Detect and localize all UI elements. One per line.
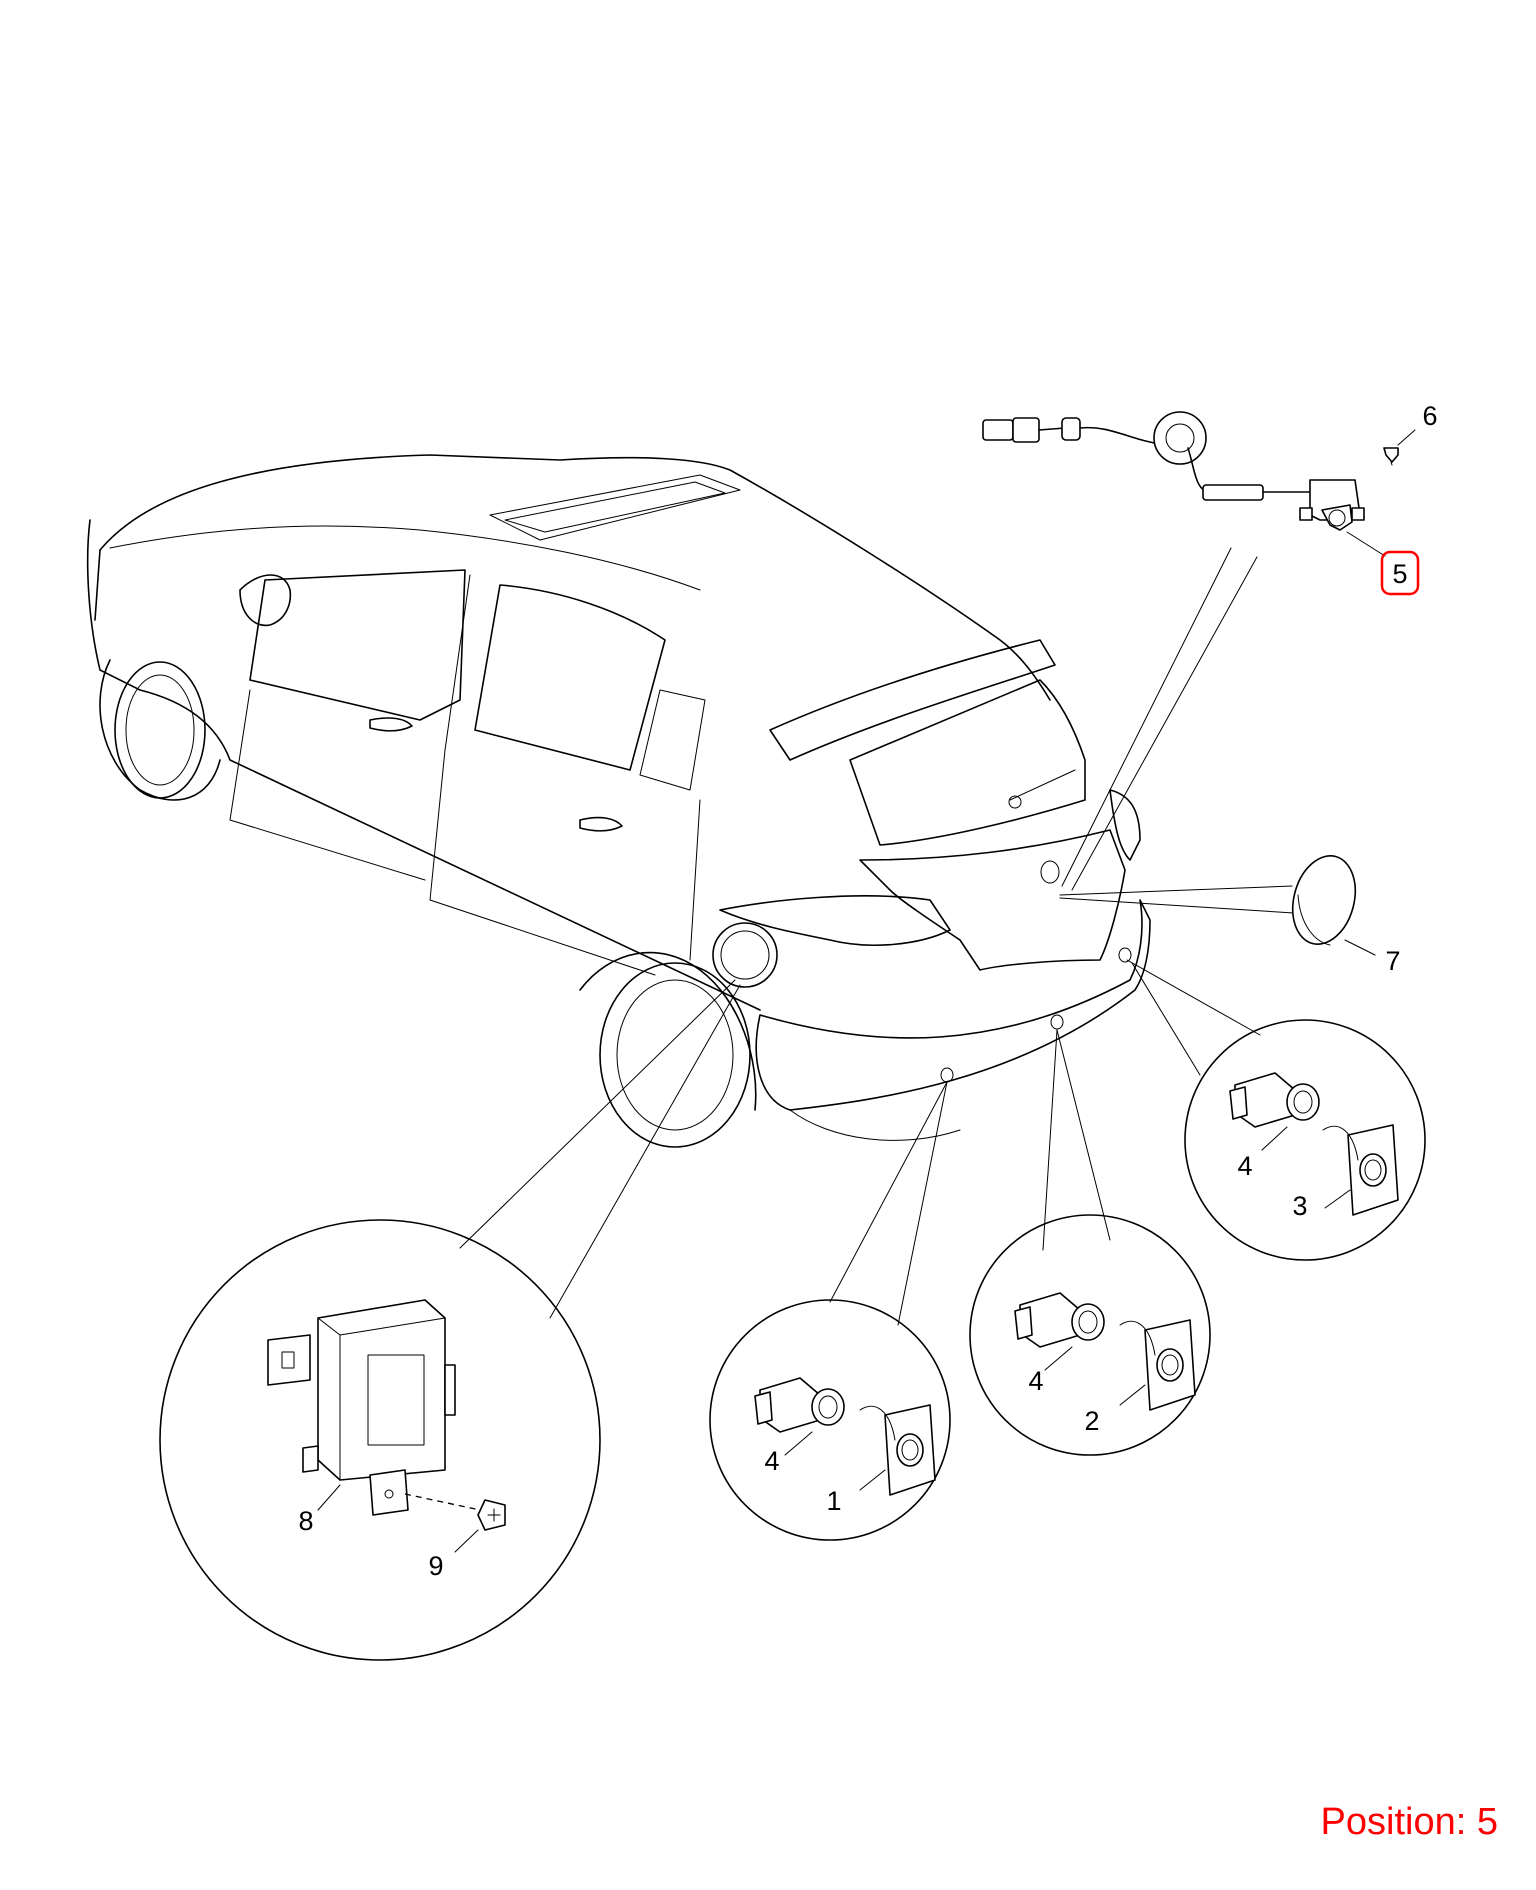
callout-2: 2 — [1084, 1406, 1099, 1436]
callout-1: 1 — [826, 1486, 841, 1516]
callout-7: 7 — [1385, 946, 1400, 976]
parking-control-unit — [267, 1299, 506, 1553]
detail-circle-sensor-3 — [1184, 1019, 1426, 1261]
callout-4-left: 4 — [764, 1446, 779, 1476]
sensor-assembly-3 — [1229, 1072, 1399, 1216]
position-label: Position: 5 — [1320, 1801, 1498, 1843]
callout-numbers: 6 5 7 4 3 4 2 4 1 8 9 — [298, 401, 1437, 1581]
camera-screw — [1383, 429, 1416, 466]
callout-3: 3 — [1292, 1191, 1307, 1221]
sensor-assembly-2 — [1014, 1292, 1196, 1411]
badge-cap — [1291, 855, 1376, 956]
callout-9: 9 — [428, 1551, 443, 1581]
callout-5-highlight — [1380, 550, 1420, 596]
callout-4-right: 4 — [1237, 1151, 1252, 1181]
callout-8: 8 — [298, 1506, 313, 1536]
callout-6: 6 — [1422, 401, 1437, 431]
rear-camera-harness — [982, 411, 1386, 557]
leader-lines — [459, 547, 1295, 1326]
callout-5: 5 — [1392, 559, 1407, 589]
sensor-assembly-1 — [754, 1377, 936, 1496]
detail-circle-controller — [159, 1219, 601, 1661]
callout-4-middle: 4 — [1028, 1366, 1043, 1396]
detail-circle-sensor-1 — [709, 1299, 951, 1541]
car-outline — [86, 454, 1151, 1148]
detail-circle-sensor-2 — [969, 1214, 1211, 1456]
